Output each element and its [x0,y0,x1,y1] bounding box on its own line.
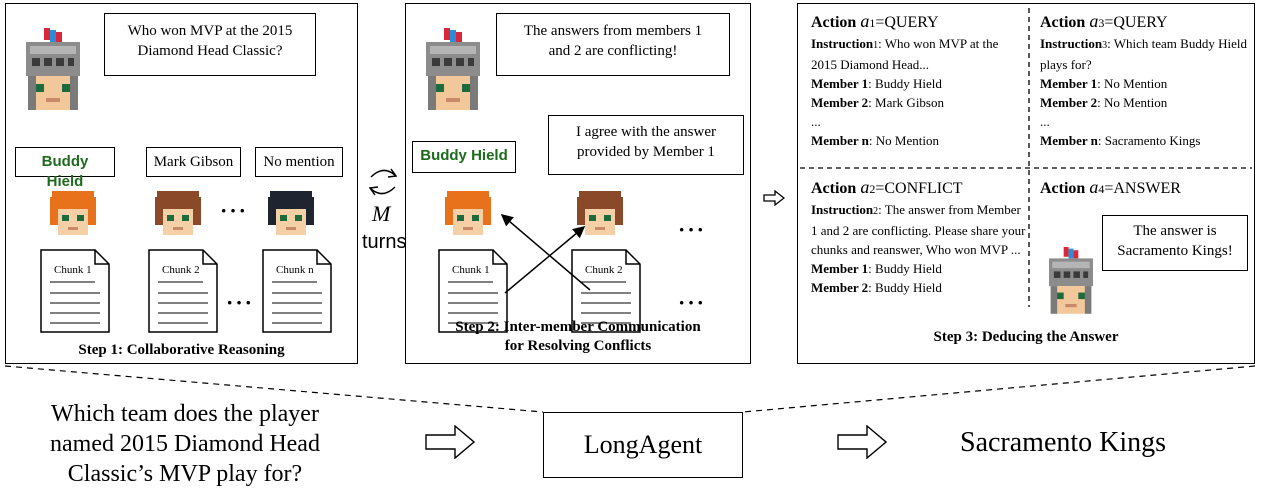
member2-answer-bubble: Mark Gibson [146,147,241,177]
step2-member1-answer: Buddy Hield [412,141,516,173]
leader-avatar-step3 [1043,247,1099,317]
step2-chunk1-doc [438,249,508,333]
action-a3-membern: Member n: Sacramento Kings [1040,133,1201,148]
question-line-2: Diamond Head Classic? [137,43,283,59]
action-a3: Action a3=QUERY Instruction3: Which team… [1040,10,1250,150]
cycle-arrows-icon [365,165,401,199]
chunk2-label: Chunk 2 [162,264,200,276]
action-a3-instruction: Instruction3: Which team Buddy Hield pla… [1040,36,1247,72]
chunk2-doc [148,249,218,333]
longagent-box: LongAgent [543,412,743,478]
action-a4: Action a4=ANSWER [1040,176,1250,200]
input-arrow-icon [425,425,475,459]
step2-member2-avatar [577,191,623,237]
action-a3-head: Action a3=QUERY [1040,11,1168,31]
final-answer-line-2: Sacramento Kings! [1117,243,1233,259]
longagent-label: LongAgent [583,430,703,459]
right-arrow-icon [763,190,785,206]
leader-avatar-step2 [420,28,486,114]
question-bubble: Who won MVP at the 2015 Diamond Head Cla… [104,13,316,76]
step2-chunk2-label: Chunk 2 [585,264,623,276]
conflict-line-1: The answers from members 1 [523,23,703,39]
input-question-line-2: named 2015 Diamond Head [50,431,320,457]
action-a4-head: Action a4=ANSWER [1040,177,1181,197]
turns-variable: M [372,201,391,226]
action-a3-member1: Member 1: No Mention [1040,76,1168,91]
agree-bubble: I agree with the answer provided by Memb… [548,115,744,175]
step2-caption: Step 2: Inter-member Communication for R… [405,318,751,356]
members-ellipsis-top: ··· [220,198,249,223]
action-a1-member1: Member 1: Buddy Hield [811,76,942,91]
action-a1-ellipsis: ... [811,114,821,129]
action-a2-member1: Member 1: Buddy Hield [811,261,942,276]
input-question-line-3: Classic’s MVP play for? [67,461,303,487]
step2-caption-line-2: for Resolving Conflicts [504,338,652,354]
action-a1-member2: Member 2: Mark Gibson [811,95,944,110]
action-a2-head: Action a2=CONFLICT [811,177,963,197]
step2-member1-avatar [445,191,491,237]
step1-caption: Step 1: Collaborative Reasoning [78,342,285,358]
member1-avatar [50,191,96,237]
input-question: Which team does the player named 2015 Di… [40,399,330,489]
action-a2-member2: Member 2: Buddy Hield [811,280,942,295]
final-answer-text: Sacramento Kings [960,427,1167,458]
chunks-ellipsis: ··· [226,290,255,315]
step3-caption: Step 3: Deducing the Answer [933,329,1119,345]
step2-caption-line-1: Step 2: Inter-member Communication [455,319,701,335]
output-arrow-icon [837,425,887,459]
action-a3-member2: Member 2: No Mention [1040,95,1168,110]
chunk1-label: Chunk 1 [54,264,92,276]
agree-line-2: provided by Member 1 [577,144,715,160]
chunkn-doc [262,249,332,333]
leader-avatar [20,28,86,114]
final-answer-line-1: The answer is [1133,223,1217,239]
membern-answer-bubble: No mention [255,147,343,177]
conflict-line-2: and 2 are conflicting! [548,43,678,59]
input-question-line-1: Which team does the player [51,401,319,427]
action-a1-instruction: Instruction1: Who won MVP at the 2015 Di… [811,36,999,72]
question-line-1: Who won MVP at the 2015 [127,23,293,39]
action-a1-head: Action a1=QUERY [811,11,939,31]
agree-line-1: I agree with the answer [576,124,716,140]
step3-panel [797,3,1255,364]
step2-members-ellipsis: ··· [678,217,707,242]
action-a3-ellipsis: ... [1040,114,1050,129]
membern-avatar [268,191,314,237]
member2-avatar [155,191,201,237]
conflict-bubble: The answers from members 1 and 2 are con… [496,13,730,76]
action-a2: Action a2=CONFLICT Instruction2: The ans… [811,176,1026,297]
chunkn-label: Chunk n [276,264,314,276]
chunk1-doc [40,249,110,333]
member1-answer-bubble: Buddy Hield [15,147,115,190]
action-a2-instruction: Instruction2: The answer from Member 1 a… [811,202,1026,257]
action-a1: Action a1=QUERY Instruction1: Who won MV… [811,10,1026,150]
action-a1-membern: Member n: No Mention [811,133,939,148]
step2-chunks-ellipsis: ··· [678,290,707,315]
turns-label: turns [362,231,407,253]
step2-chunk1-label: Chunk 1 [452,264,490,276]
final-answer-bubble: The answer is Sacramento Kings! [1102,215,1248,271]
